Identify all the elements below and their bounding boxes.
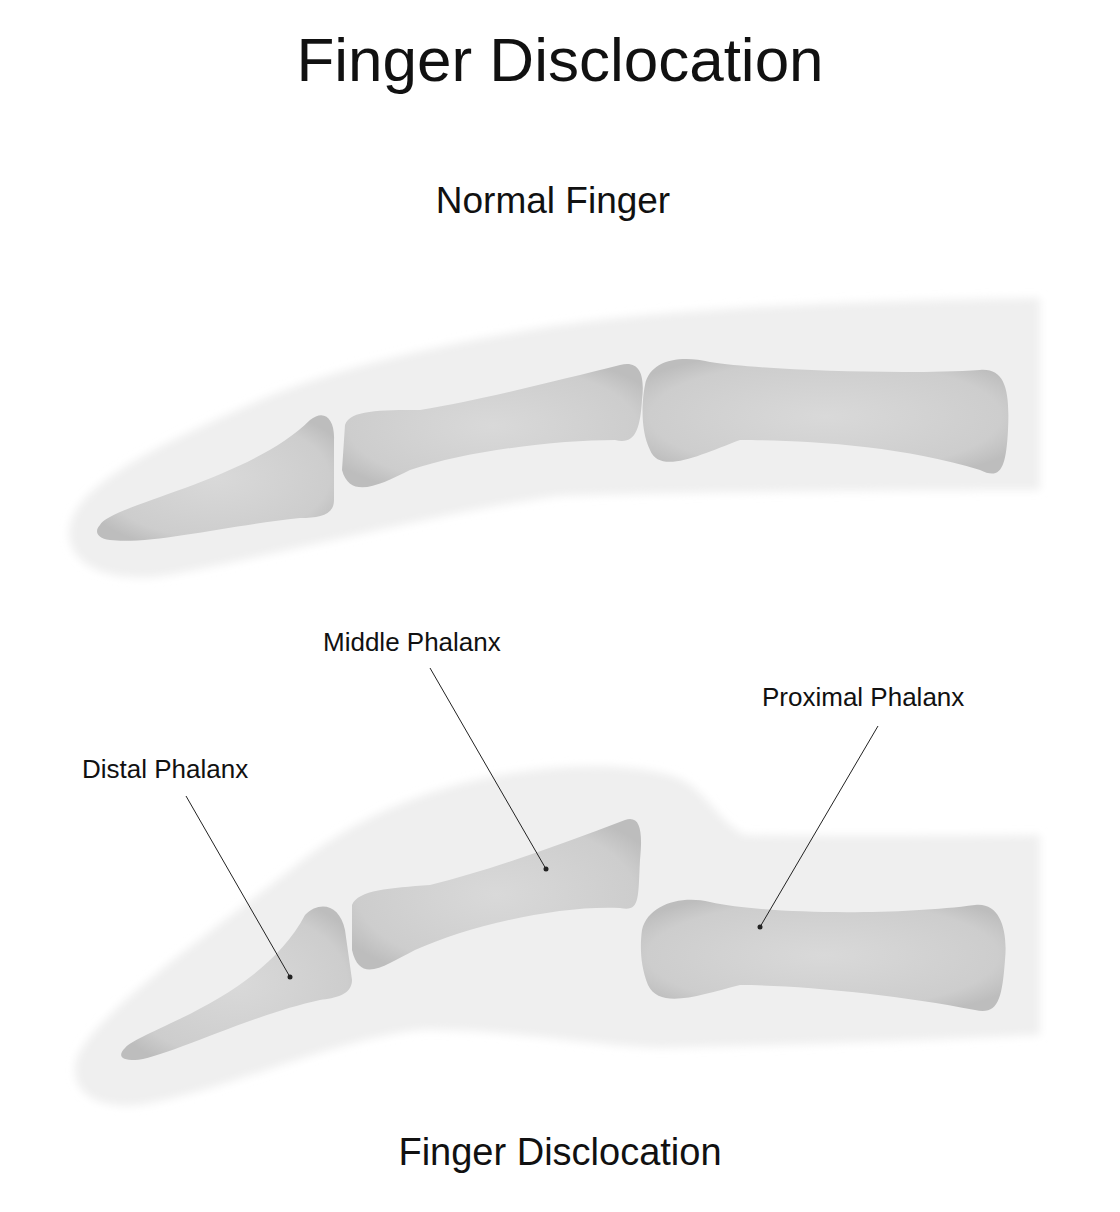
caption: Finger Disclocation [398, 1131, 721, 1175]
leader-dot [544, 867, 549, 872]
distal-phalanx-bone [97, 415, 334, 541]
leader-dot [288, 975, 293, 980]
proximal-phalanx-bone [643, 359, 1009, 473]
title: Finger Disclocation [296, 24, 823, 95]
leader-line [430, 668, 546, 869]
part-label: Proximal Phalanx [762, 683, 964, 713]
distal-phalanx-bone [121, 907, 352, 1060]
proximal-phalanx-bone [641, 900, 1006, 1011]
leader-line [760, 726, 878, 927]
part-label: Distal Phalanx [82, 755, 248, 785]
section-heading: Normal Finger [436, 180, 670, 223]
middle-phalanx-bone [352, 819, 641, 969]
finger-skin [75, 766, 1040, 1105]
leader-line [186, 796, 290, 977]
part-label: Middle Phalanx [323, 628, 501, 658]
leader-dot [758, 925, 763, 930]
finger-skin [69, 298, 1040, 578]
middle-phalanx-bone [342, 364, 643, 487]
